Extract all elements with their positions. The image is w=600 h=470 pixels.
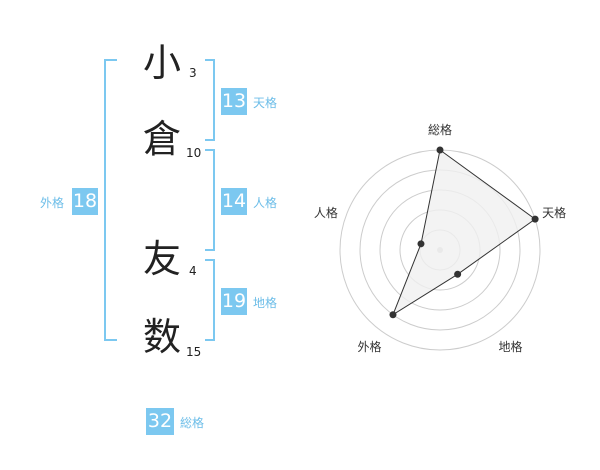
radar-axis-label-0: 総格 [428, 122, 452, 137]
tenkaku-value: 13 [221, 88, 247, 115]
chikaku-bracket [205, 259, 215, 341]
stroke-count-1: 3 [189, 66, 197, 80]
radar-axis-label-4: 人格 [314, 205, 338, 220]
tenkaku-label: 天格 [253, 96, 278, 110]
radar-axis-label-1: 天格 [542, 205, 566, 220]
name-char-4: 数 [143, 315, 182, 359]
radar-polygon [391, 149, 536, 316]
jinkaku-bracket [205, 149, 215, 251]
radar-axis-label-3: 外格 [357, 339, 381, 354]
soukaku-label: 総格 [180, 416, 205, 430]
radar-axis-label-2: 地格 [498, 339, 522, 354]
gaikaku-label: 外格 [40, 196, 65, 210]
radar-point-2 [454, 270, 462, 278]
radar-point-3 [389, 311, 397, 319]
radar-point-0 [436, 146, 444, 154]
radar-point-1 [531, 215, 539, 223]
name-char-1: 小 [143, 41, 182, 85]
gaikaku-bracket [104, 59, 117, 341]
gaikaku-value: 18 [72, 188, 98, 215]
name-char-3: 友 [143, 237, 182, 281]
chikaku-value: 19 [221, 288, 247, 315]
jinkaku-label: 人格 [253, 196, 278, 210]
jinkaku-value: 14 [221, 188, 247, 215]
name-char-2: 倉 [143, 117, 182, 161]
radar-point-4 [417, 240, 425, 248]
stroke-count-3: 4 [189, 264, 197, 278]
stroke-count-4: 15 [186, 345, 202, 359]
tenkaku-bracket [205, 59, 215, 141]
stroke-count-2: 10 [186, 146, 202, 160]
soukaku-value: 32 [146, 408, 174, 435]
chikaku-label: 地格 [253, 296, 278, 310]
